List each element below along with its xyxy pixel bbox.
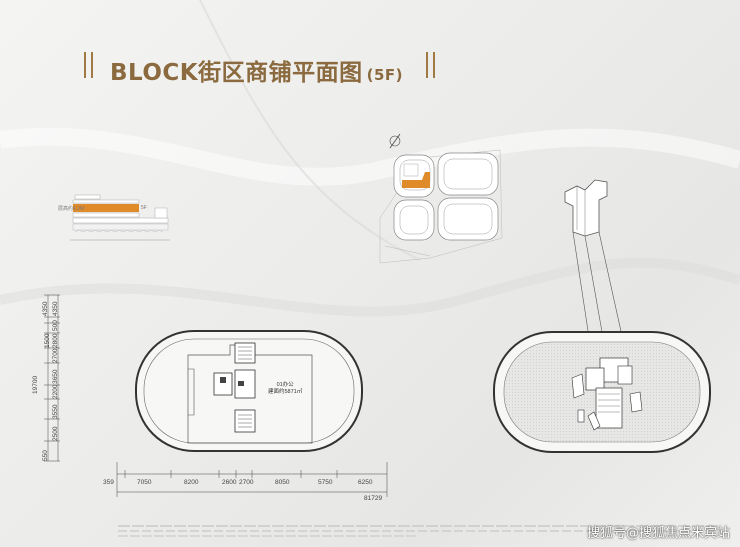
floor-plan-right: [493, 331, 711, 453]
page-title-text: BLOCK街区商铺平面图: [110, 60, 363, 86]
dim-v-9: 3550: [52, 404, 59, 419]
title-bar-left-2: [91, 52, 93, 78]
dim-v-5: 2800: [52, 333, 59, 348]
page-title: BLOCK街区商铺平面图(5F): [110, 53, 403, 87]
dim-h-4: 2600: [222, 479, 237, 486]
horizontal-dimension-lines: [116, 462, 388, 497]
dim-v-7: 3650: [52, 369, 59, 384]
north-arrow-icon: [389, 133, 401, 149]
dim-vertical-total: 19700: [32, 375, 39, 394]
page-title-floor: (5F): [366, 66, 404, 84]
dim-h-3: 8200: [184, 479, 199, 486]
office-unit-label: 01办公 建面约5871㎡: [268, 382, 302, 396]
site-key-plan: [379, 133, 503, 264]
dim-h-2: 7050: [137, 479, 152, 486]
dim-h-1: 359: [103, 479, 114, 486]
dim-h-total: 81729: [364, 495, 383, 502]
dim-v-4: 1500: [44, 333, 51, 348]
dim-h-5: 2700: [239, 479, 254, 486]
office-unit-area: 建面约5871㎡: [268, 389, 303, 395]
title-bar-right-2: [433, 52, 435, 78]
page-title-block: BLOCK街区商铺平面图(5F): [84, 46, 454, 86]
dim-h-8: 6250: [358, 479, 373, 486]
dim-v-10: 2500: [52, 426, 59, 441]
floor-plan-left: [135, 330, 363, 452]
dim-v-1: 4350: [42, 301, 49, 316]
dim-v-8: 2200: [52, 384, 59, 399]
dim-v-3: 500: [52, 320, 59, 331]
office-unit-name: 01办公: [276, 382, 294, 388]
dim-h-6: 8050: [275, 479, 290, 486]
section-floor-label: 5F: [141, 205, 147, 211]
title-bar-left-1: [84, 52, 86, 78]
dim-v-2: 4350: [52, 301, 59, 316]
vertical-dimension-lines: [44, 294, 60, 462]
section-elevation: [70, 194, 170, 241]
title-bar-right-1: [426, 52, 428, 78]
dim-h-7: 5750: [318, 479, 333, 486]
dim-v-11: 550: [42, 450, 49, 461]
watermark: 搜狐号@搜狐焦点米宾站: [586, 526, 730, 541]
dim-v-6: 2700: [52, 348, 59, 363]
footer-fine-print: [118, 525, 718, 537]
section-height-label: 层高约4.2M: [58, 206, 85, 212]
